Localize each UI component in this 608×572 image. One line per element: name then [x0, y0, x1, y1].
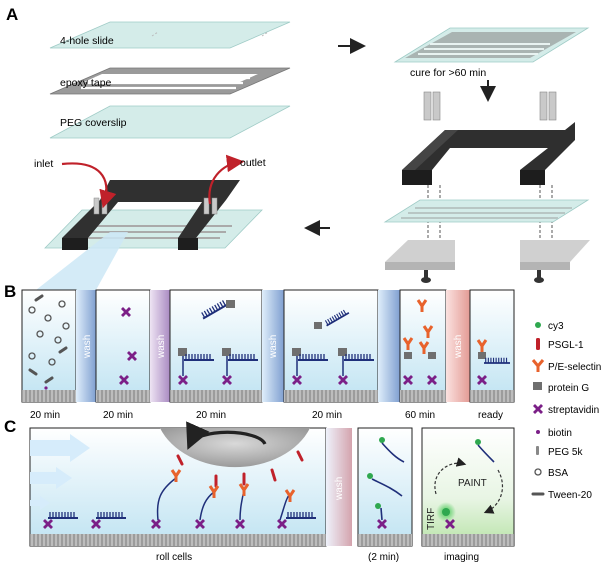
legend-label-biotin: biotin [548, 428, 572, 439]
wash-label-2: wash [156, 335, 167, 359]
panel-b-letter: B [4, 282, 16, 301]
legend: cy3 PSGL-1 P/E-selectin protein G strept… [531, 321, 601, 501]
rolling-direction-arrow [186, 421, 267, 450]
wash-band-5: wash [446, 290, 470, 402]
layer-epoxy-tape [49, 67, 291, 95]
legend-bsa-icon [534, 468, 542, 476]
step-time-4: 20 min [312, 410, 342, 421]
step-box-2 [95, 289, 151, 403]
step-box-1 [21, 289, 77, 403]
outlet-arrow [208, 154, 245, 205]
tirf-label: TIRF [426, 508, 437, 530]
inlet-arrow [61, 162, 117, 209]
step-box-6 [469, 289, 515, 403]
label-epoxy-tape: epoxy tape [60, 77, 112, 89]
legend-biotin-icon [536, 430, 540, 434]
paint-label: PAINT [458, 478, 487, 489]
wash-label-5: wash [453, 335, 464, 359]
roll-cells-label: roll cells [156, 552, 192, 563]
imaging-label: imaging [444, 552, 479, 563]
legend-streptavidin-icon [533, 404, 543, 414]
legend-label-proteinG: protein G [548, 383, 589, 394]
wash-band-1: wash [76, 290, 96, 402]
step-time-3: 20 min [196, 410, 226, 421]
legend-label-streptavidin: streptavidin [548, 405, 599, 416]
legend-proteinG-icon [533, 382, 542, 390]
label-inlet: inlet [34, 158, 53, 170]
legend-label-selectin: P/E-selectin [548, 362, 601, 373]
layer-slide [49, 21, 291, 49]
layer-peg-coverslip [49, 105, 291, 139]
cured-assembly [393, 27, 590, 63]
panel-a-letter: A [6, 5, 18, 24]
wash-band-c: wash [326, 428, 352, 546]
legend-label-tween: Tween-20 [548, 490, 592, 501]
step-box-5 [399, 289, 447, 403]
legend-label-bsa: BSA [548, 468, 568, 479]
legend-psgl-icon [536, 338, 540, 350]
roll-cells-box [29, 421, 327, 547]
wash-label-3: wash [268, 335, 279, 359]
wash-label-1: wash [82, 335, 93, 359]
step-time-5: 60 min [405, 410, 435, 421]
wash-band-4 [378, 290, 400, 402]
legend-label-cy3: cy3 [548, 321, 564, 332]
label-4-hole-slide: 4-hole slide [60, 35, 114, 47]
wash-band-2: wash [150, 290, 170, 402]
label-outlet: outlet [240, 157, 266, 169]
label-peg-coverslip: PEG coverslip [60, 117, 127, 129]
zoom-wedge [36, 232, 128, 290]
step-time-1: 20 min [30, 410, 60, 421]
legend-selectin-icon [531, 359, 545, 372]
step-box-4 [283, 289, 379, 403]
legend-cy3-icon [535, 322, 541, 328]
wash-time-label: (2 min) [368, 552, 399, 563]
assembled-chamber [44, 180, 263, 250]
legend-peg-icon [536, 446, 539, 455]
legend-label-psgl: PSGL-1 [548, 340, 584, 351]
step-time-6: ready [478, 410, 503, 421]
holder-exploded [383, 91, 590, 283]
label-cure-time: cure for >60 min [410, 67, 486, 79]
step-box-3 [169, 289, 263, 403]
wash-result-box [357, 427, 413, 547]
panel-c-letter: C [4, 417, 16, 436]
imaging-box: PAINT TIRF [421, 427, 515, 547]
legend-label-peg: PEG 5k [548, 447, 583, 458]
wash-label-c: wash [334, 477, 345, 501]
step-time-2: 20 min [103, 410, 133, 421]
wash-band-3: wash [262, 290, 284, 402]
